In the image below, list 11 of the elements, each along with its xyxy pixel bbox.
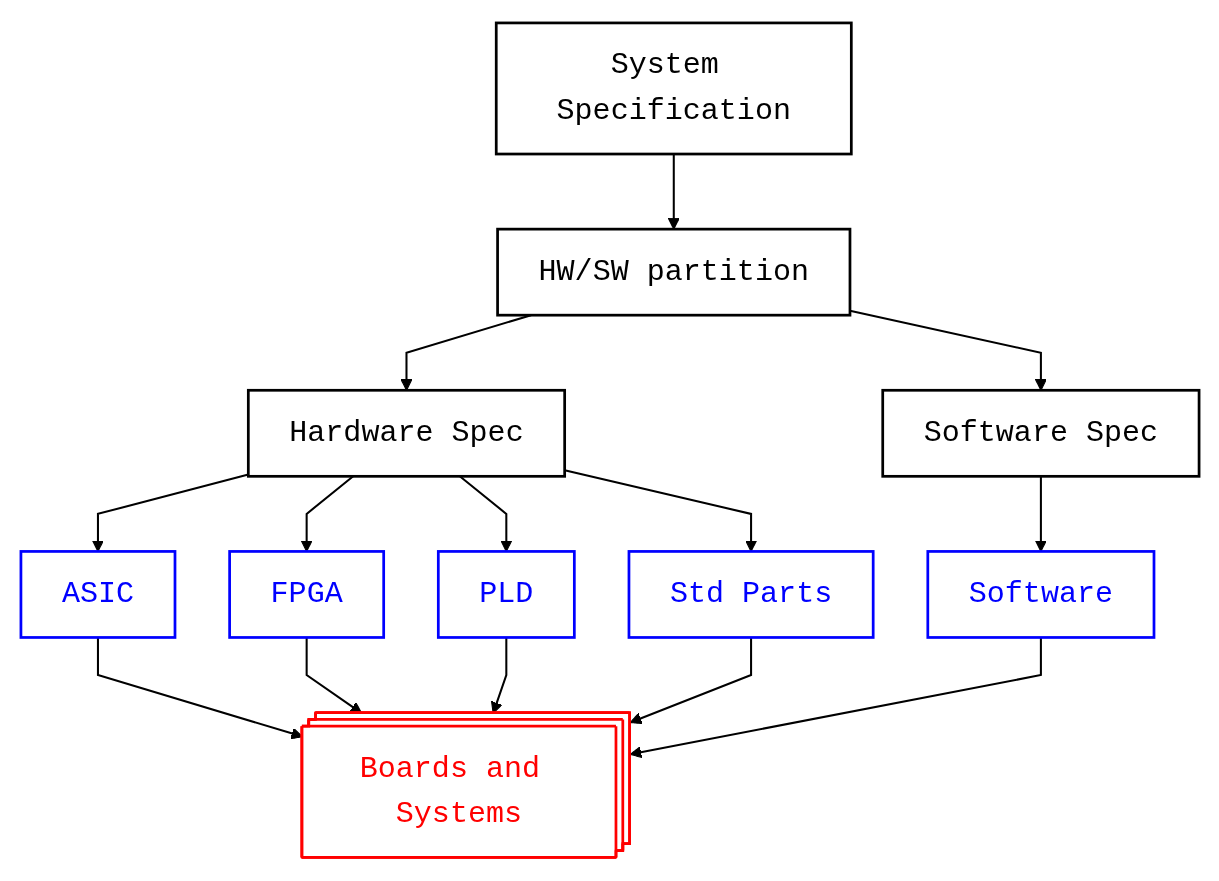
arrow [629,637,752,725]
arrow [629,637,1042,759]
node-box: Software Spec [880,389,1200,479]
node-box: HW/SW partition [495,228,851,317]
node-box: Std Parts [627,550,875,640]
node-box: Hardware Spec [246,389,566,479]
node-box: FPGA [227,550,385,640]
node-box: System Specification [494,21,853,156]
node-box: PLD [436,550,576,640]
node-box: ASIC [19,550,176,640]
node-box: Software [925,550,1155,640]
